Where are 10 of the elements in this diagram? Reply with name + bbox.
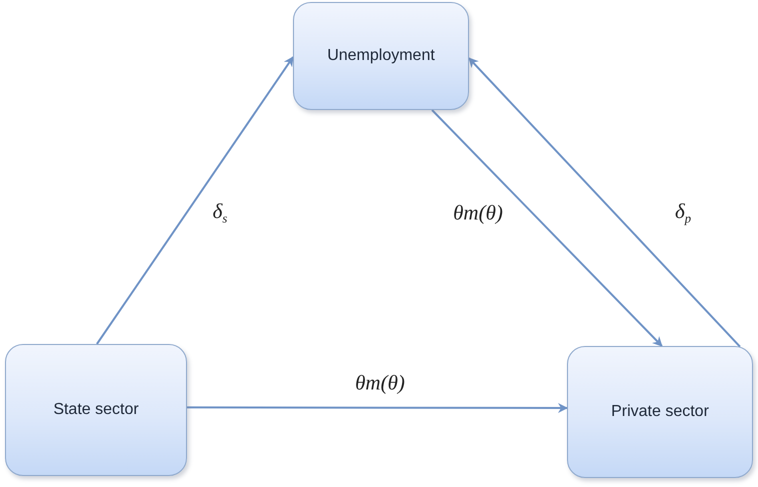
node-label: State sector <box>53 401 139 419</box>
rounded-box <box>5 344 187 476</box>
arrow <box>431 109 663 347</box>
arrow <box>96 56 294 345</box>
node-label: Unemployment <box>327 47 435 65</box>
arrow <box>468 57 741 348</box>
node-label: Private sector <box>611 403 709 421</box>
rounded-box <box>567 346 753 478</box>
rounded-box <box>293 2 469 110</box>
arrow <box>187 403 568 414</box>
